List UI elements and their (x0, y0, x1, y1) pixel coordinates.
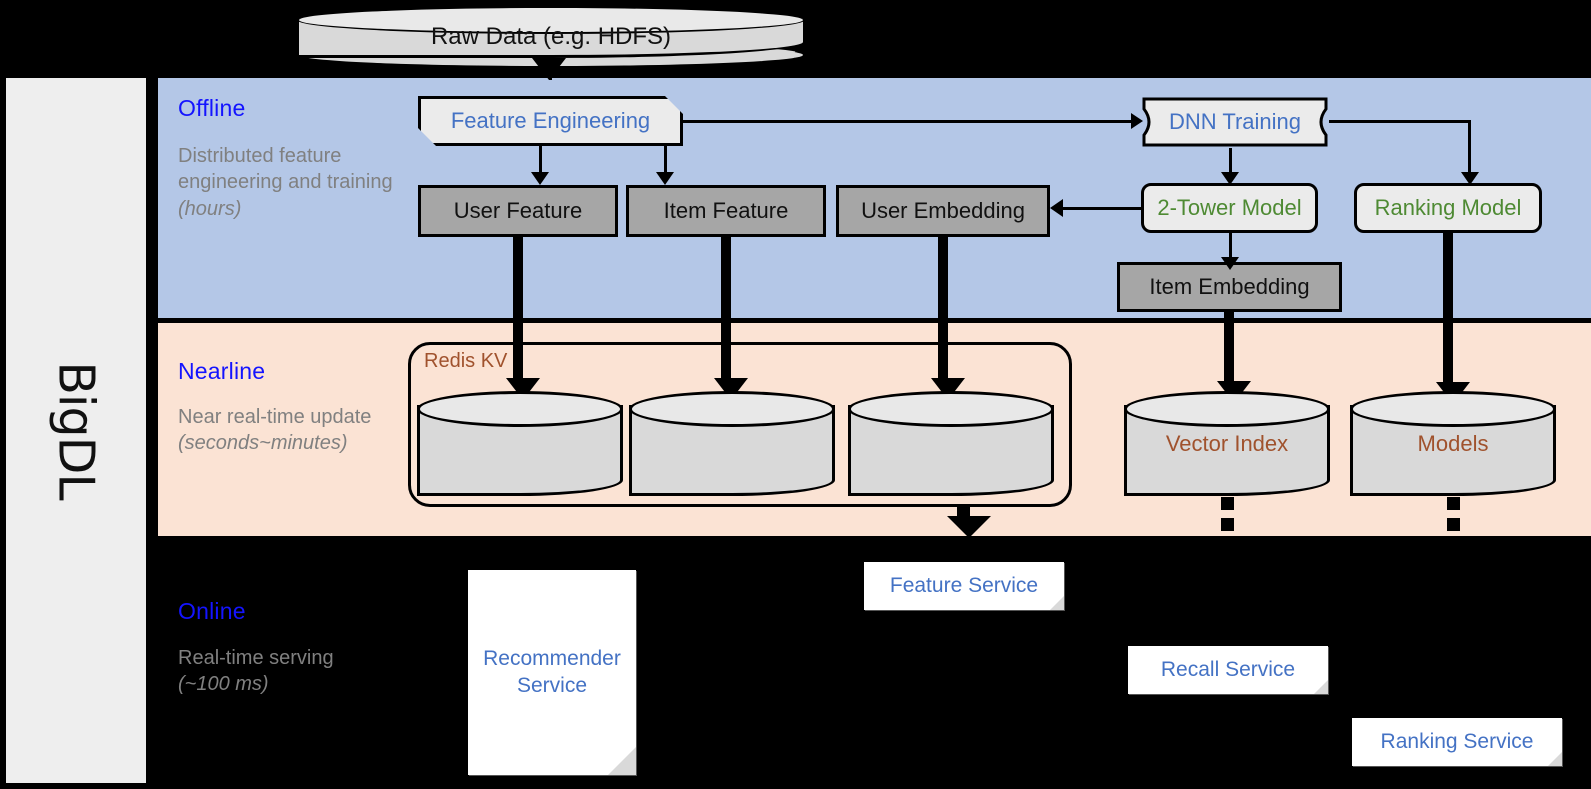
redis-cylinder-item-feature (629, 391, 835, 496)
arrowhead-fe-dnn (1131, 113, 1143, 129)
edge-dnn-twotower (1229, 148, 1232, 176)
redis-cylinder-user-feature (417, 391, 623, 496)
cylinder-top (417, 391, 623, 427)
arrowhead-dnn-ranking (1461, 172, 1479, 185)
feature-engineering-node[interactable]: Feature Engineering (418, 96, 683, 146)
bigdl-label: BigDL (6, 78, 146, 783)
models-label: Models (1417, 430, 1489, 456)
cylinder-top (629, 391, 835, 427)
nearline-subtitle: Near real-time update (seconds~minutes) (178, 406, 372, 455)
edge-dnn-ranking-v (1468, 120, 1471, 174)
raw-data-label: Raw Data (e.g. HDFS) (430, 23, 672, 50)
edge-fe-userfeature (539, 146, 542, 174)
vector-index-label: Vector Index (1165, 430, 1289, 456)
feature-engineering-label: Feature Engineering (450, 108, 651, 133)
dash-models-1 (1447, 497, 1460, 510)
dash-feature-service (957, 506, 970, 519)
dnn-training-shape (1142, 97, 1328, 147)
arrowhead-twotower-userembedding (1050, 199, 1063, 217)
offline-subtitle: Distributed feature engineering and trai… (178, 145, 393, 220)
redis-kv-group (408, 342, 1072, 507)
dash-vector-index-1 (1221, 497, 1234, 510)
dnn-training-label-wrap: DNN Training (1141, 96, 1329, 148)
card-surface (1352, 718, 1562, 766)
arrowhead-rawdata-fe (532, 58, 566, 80)
arrowhead-twotower-itemembedding (1221, 257, 1239, 270)
edge-fe-itemfeature (664, 146, 667, 174)
models-store[interactable]: Models (1350, 391, 1556, 496)
ranking-model-label: Ranking Model (1374, 195, 1522, 220)
recall-service-label: Recall Service (1160, 657, 1296, 681)
two-tower-model-label: 2-Tower Model (1157, 195, 1302, 220)
bigdl-sidebar (6, 78, 146, 783)
dash-vector-index-2 (1221, 518, 1234, 531)
recommender-service-label: Recommender Service (483, 647, 621, 697)
item-feature-node[interactable]: Item Feature (626, 185, 826, 237)
ranking-service-label: Ranking Service (1380, 729, 1534, 753)
arrowhead-fe-userfeature (531, 172, 549, 185)
card-surface (864, 562, 1064, 610)
redis-cylinder-user-embedding (848, 391, 1054, 496)
pipe-itemembedding (1224, 312, 1234, 390)
arrowhead-feature-service (947, 516, 991, 538)
arrowhead-dnn-twotower (1221, 172, 1239, 185)
item-embedding-label: Item Embedding (1149, 274, 1310, 299)
edge-fe-dnn (683, 120, 1133, 123)
bigdl-text: BigDL (47, 361, 105, 500)
vector-index-store[interactable]: Vector Index (1124, 391, 1330, 496)
item-embedding-node[interactable]: Item Embedding (1117, 262, 1342, 312)
pipe-userfeature (513, 237, 523, 387)
feature-service-label: Feature Service (889, 573, 1039, 597)
offline-title: Offline (178, 95, 246, 121)
user-embedding-node[interactable]: User Embedding (836, 185, 1050, 237)
user-feature-label: User Feature (453, 198, 583, 223)
ranking-model-node[interactable]: Ranking Model (1354, 183, 1542, 233)
dnn-training-node[interactable]: DNN Training (1141, 96, 1329, 148)
recommender-service-node[interactable]: Recommender Service (468, 570, 636, 775)
ranking-service-node[interactable]: Ranking Service (1352, 718, 1562, 766)
edge-dnn-ranking-h (1329, 120, 1471, 123)
two-tower-model-node[interactable]: 2-Tower Model (1141, 183, 1318, 233)
dnn-training-label: DNN Training (1168, 109, 1302, 134)
edge-twotower-userembedding (1063, 207, 1143, 210)
feature-service-node[interactable]: Feature Service (864, 562, 1064, 610)
cylinder-top (1124, 391, 1330, 427)
cylinder-top (848, 391, 1054, 427)
recall-service-node[interactable]: Recall Service (1128, 646, 1328, 694)
pipe-userembedding (938, 237, 948, 387)
edge-twotower-itemembedding (1229, 233, 1232, 261)
pipe-rankingmodel (1443, 233, 1453, 391)
card-surface (468, 570, 636, 775)
card-surface (1128, 646, 1328, 694)
nearline-title: Nearline (178, 358, 266, 384)
dash-models-2 (1447, 518, 1460, 531)
cylinder-top (297, 6, 805, 34)
item-feature-label: Item Feature (663, 198, 789, 223)
redis-kv-label: Redis KV (424, 350, 508, 372)
online-subtitle: Real-time serving (~100 ms) (178, 647, 334, 696)
pipe-itemfeature (721, 237, 731, 387)
user-embedding-label: User Embedding (861, 198, 1025, 223)
online-title: Online (178, 598, 246, 624)
user-feature-node[interactable]: User Feature (418, 185, 618, 237)
raw-data-store: Raw Data (e.g. HDFS) (297, 6, 805, 68)
cylinder-top (1350, 391, 1556, 427)
arrowhead-fe-itemfeature (656, 172, 674, 185)
